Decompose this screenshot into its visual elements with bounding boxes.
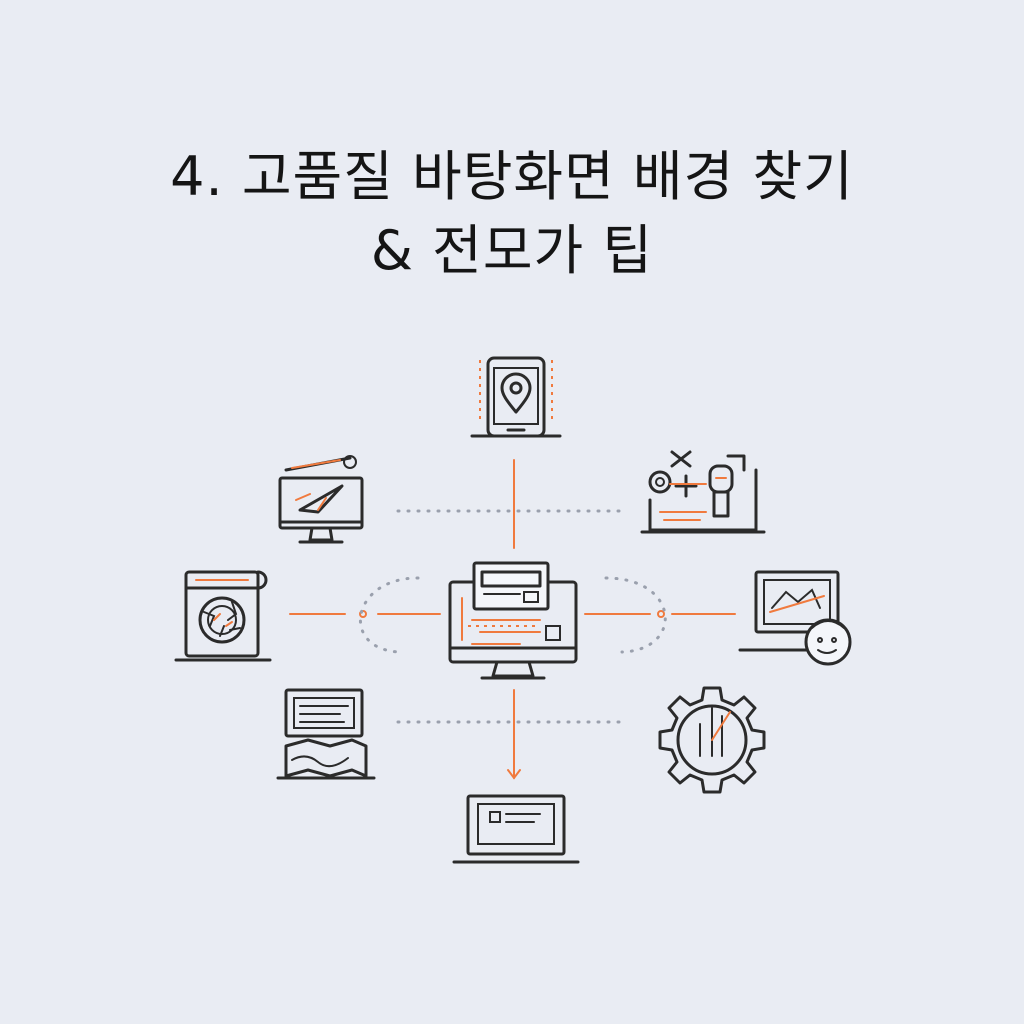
connector-bottom-arrow (507, 769, 521, 780)
gear-chart-icon (658, 686, 766, 794)
central-monitor-icon (448, 561, 578, 680)
character-sketch-laptop-icon (640, 450, 766, 534)
connectors (289, 459, 736, 780)
monitor-paper-plane-icon (278, 455, 364, 544)
tablet-map-pin-icon (470, 356, 562, 438)
document-globe-icon (174, 570, 272, 662)
dotted-arc-left (359, 576, 420, 654)
connector-node-right (657, 610, 665, 618)
title-line-1: 4. 고품질 바탕화면 배경 찾기 (170, 145, 854, 208)
monitor-map-icon (276, 688, 376, 780)
laptop-avatar-icon (738, 570, 852, 666)
page-title: 4. 고품질 바탕화면 배경 찾기 & 전모가 팁 (0, 140, 1024, 288)
title-line-2: & 전모가 팁 (370, 219, 654, 282)
laptop-icon (452, 794, 580, 864)
dotted-arc-right (604, 576, 667, 654)
